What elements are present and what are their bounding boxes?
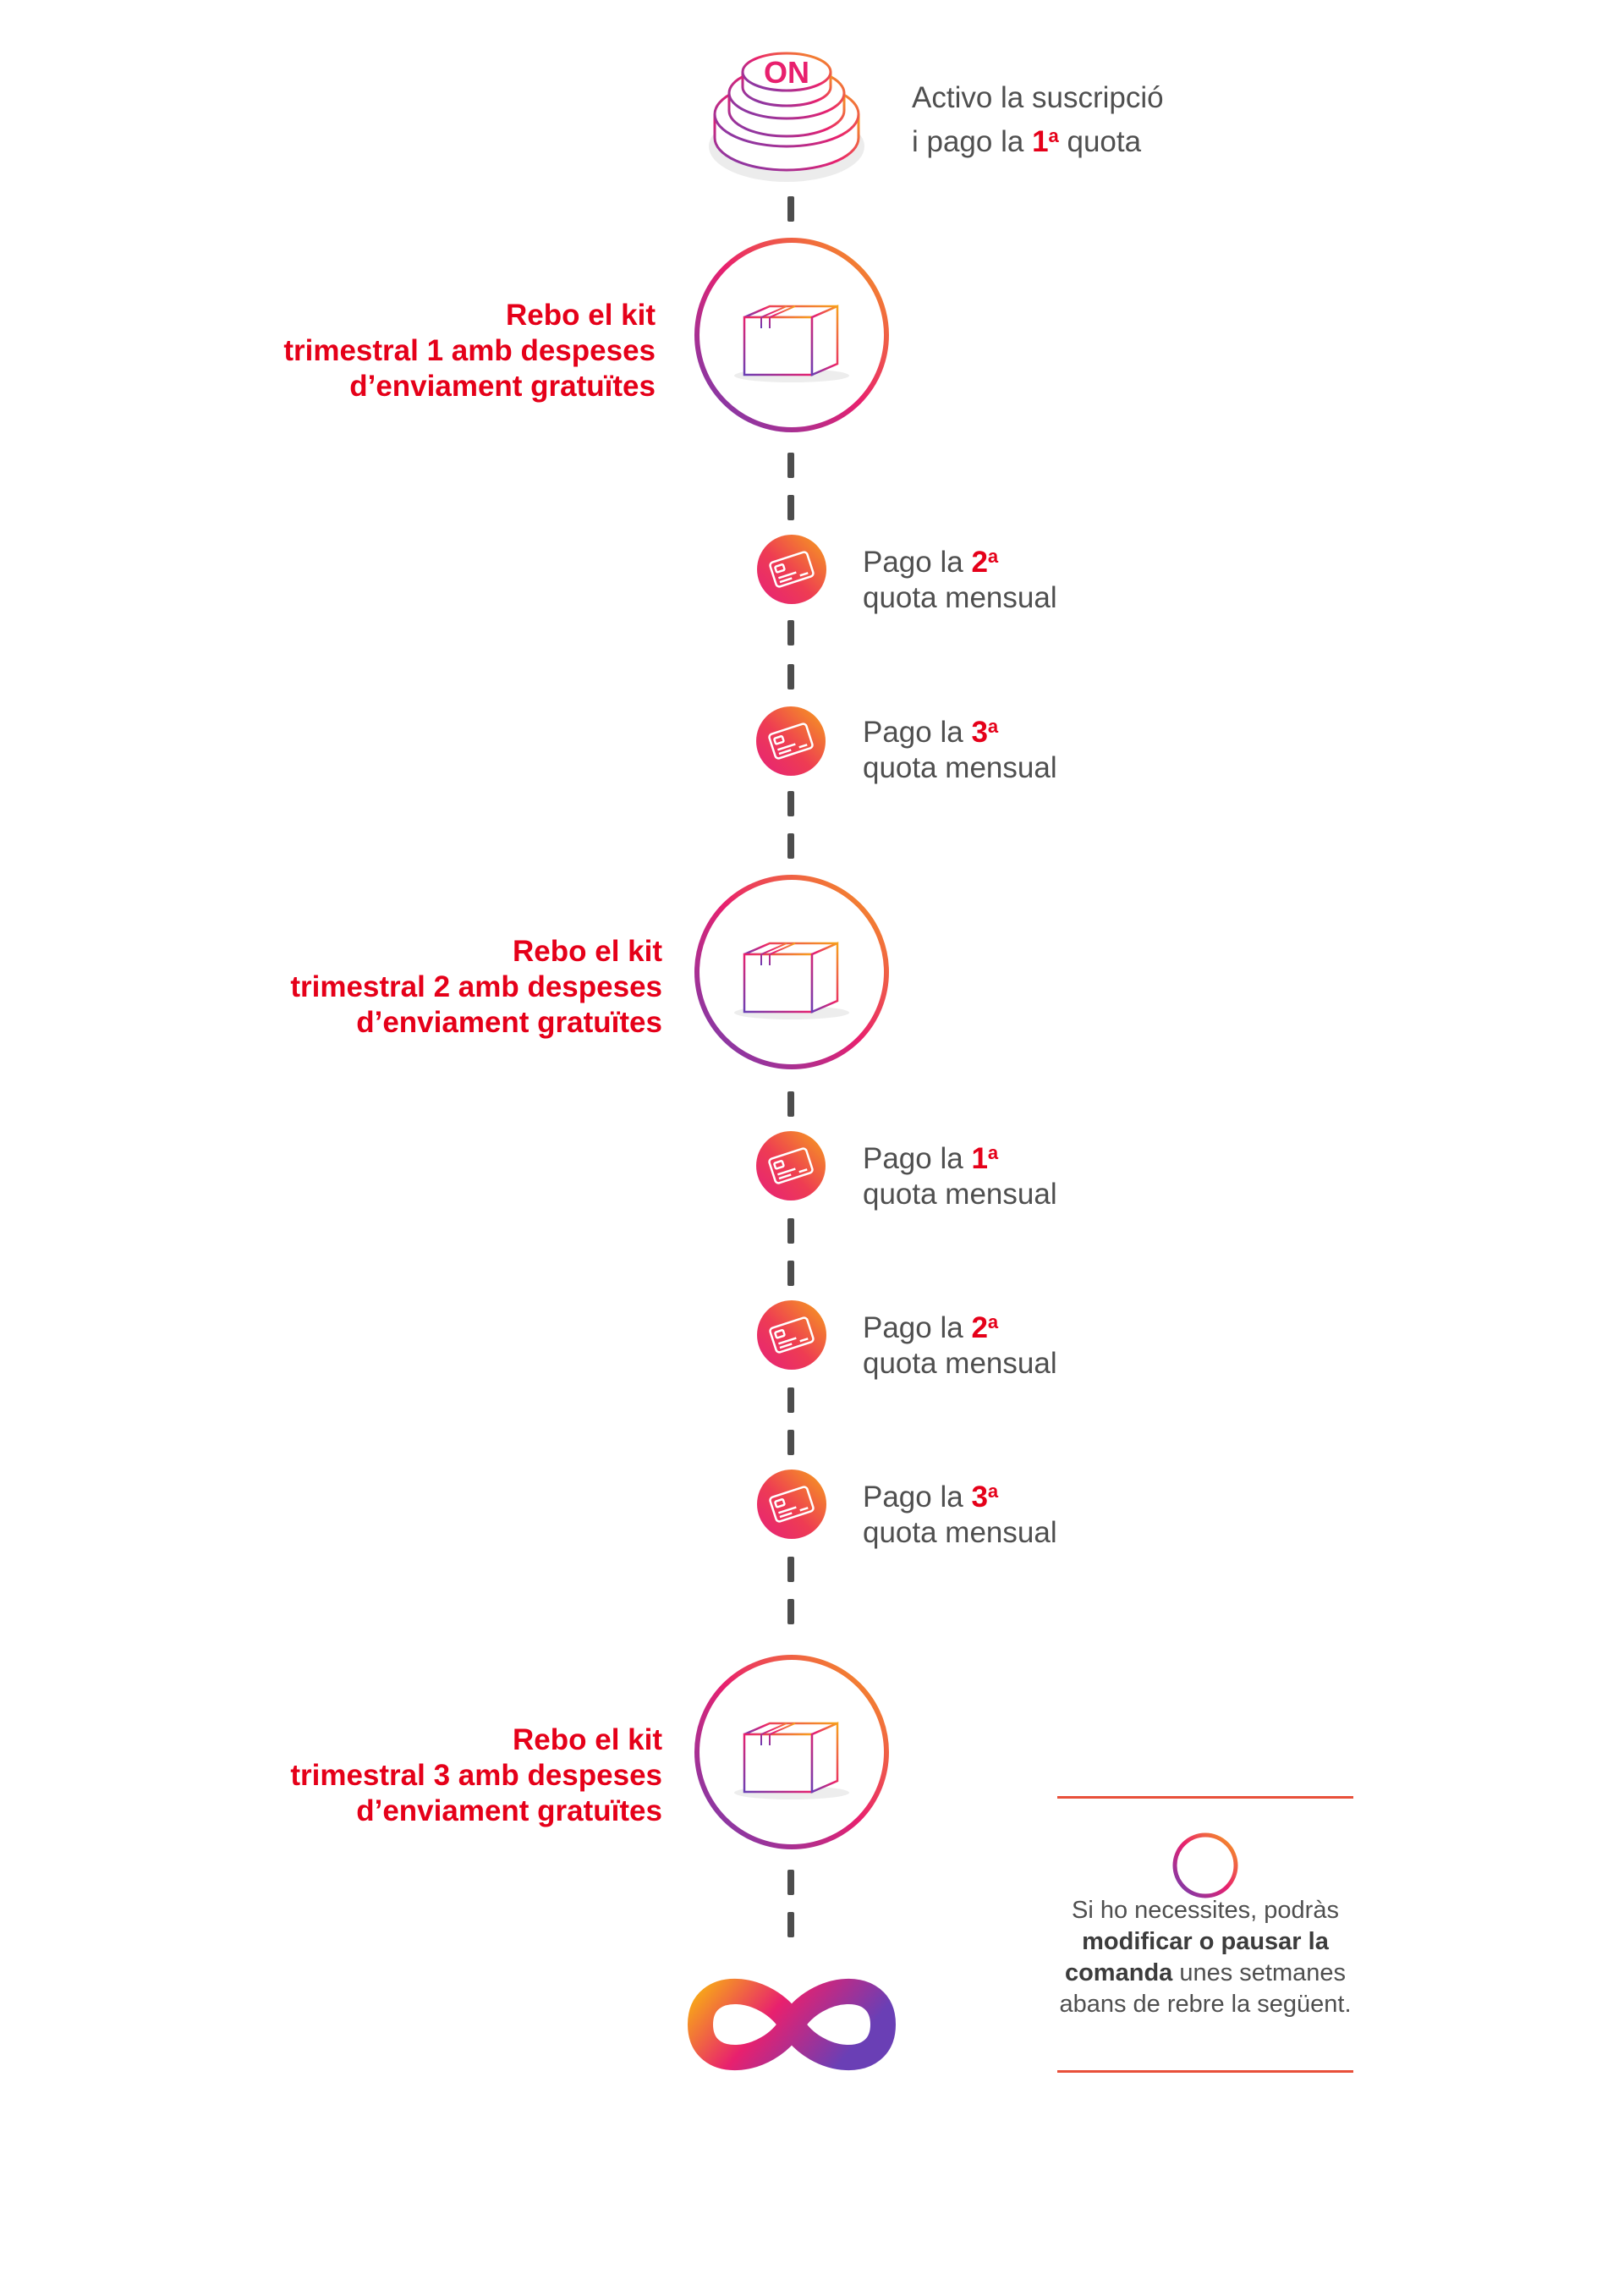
note-text: Si ho necessites, podràs modificar o pau… xyxy=(1019,1895,1391,2020)
timeline-dash xyxy=(787,196,794,222)
pause-icon xyxy=(1171,1832,1239,1899)
timeline-dash xyxy=(787,1387,794,1413)
kit-2-line2: trimestral 2 amb despeses xyxy=(290,970,662,1003)
kit-2-text: Rebo el kit trimestral 2 amb despeses d’… xyxy=(155,934,662,1041)
kit-2-line1: Rebo el kit xyxy=(513,935,662,968)
note-bold1: modificar o pausar la xyxy=(1082,1928,1329,1955)
kit-3-text: Rebo el kit trimestral 3 amb despeses d’… xyxy=(155,1722,662,1829)
infinity-icon xyxy=(683,1967,900,2082)
kit-3-line1: Rebo el kit xyxy=(513,1723,662,1756)
timeline-dash xyxy=(787,833,794,859)
kit-3-line2: trimestral 3 amb despeses xyxy=(290,1759,662,1792)
kit-1-line1: Rebo el kit xyxy=(506,299,656,332)
kit-1-line3: d’enviament gratuïtes xyxy=(349,370,656,403)
timeline-dash xyxy=(787,1261,794,1286)
start-step-text: Activo la suscripció i pago la 1a quota xyxy=(912,79,1164,161)
credit-card-icon xyxy=(755,1299,828,1371)
payment-3-text: Pago la 1a quota mensual xyxy=(863,1142,1057,1211)
box-icon xyxy=(734,305,849,382)
start-line2: i pago la 1a quota xyxy=(912,125,1142,158)
payment-5-text: Pago la 3a quota mensual xyxy=(863,1481,1057,1549)
timeline-dash xyxy=(787,1599,794,1624)
kit-3-circle xyxy=(694,1654,890,1850)
payment-2-text: Pago la 3a quota mensual xyxy=(863,716,1057,784)
kit-3-line3: d’enviament gratuïtes xyxy=(356,1794,662,1827)
kit-1-text: Rebo el kit trimestral 1 amb despeses d’… xyxy=(148,298,656,404)
box-icon xyxy=(734,942,849,1019)
box-icon xyxy=(734,1722,849,1799)
kit-1-circle xyxy=(694,237,890,433)
note-line1: Si ho necessites, podràs xyxy=(1072,1897,1339,1924)
kit-2-line3: d’enviament gratuïtes xyxy=(356,1006,662,1039)
timeline-dash xyxy=(787,664,794,689)
note-divider-top xyxy=(1057,1796,1353,1799)
start-line1: Activo la suscripció xyxy=(912,81,1164,114)
payment-1-text: Pago la 2a quota mensual xyxy=(863,546,1057,614)
timeline-dash xyxy=(787,1557,794,1582)
credit-card-icon xyxy=(754,705,827,777)
on-button-icon: ON xyxy=(702,47,871,190)
credit-card-icon xyxy=(755,533,828,606)
payment-4-text: Pago la 2a quota mensual xyxy=(863,1311,1057,1380)
note-line4: abans de rebre la següent. xyxy=(1059,1991,1352,2018)
timeline-dash xyxy=(787,453,794,478)
note-bold2: comanda xyxy=(1064,1959,1173,1986)
credit-card-icon xyxy=(754,1129,827,1202)
note-line3: unes setmanes xyxy=(1172,1959,1347,1986)
timeline-dash xyxy=(787,1912,794,1937)
on-button-label: ON xyxy=(764,55,809,90)
timeline-dash xyxy=(787,495,794,520)
timeline-dash xyxy=(787,1091,794,1117)
timeline-dash xyxy=(787,1430,794,1455)
kit-2-circle xyxy=(694,874,890,1070)
timeline-dash xyxy=(787,791,794,816)
timeline-dash xyxy=(787,1870,794,1895)
credit-card-icon xyxy=(755,1468,828,1541)
timeline-dash xyxy=(787,620,794,646)
timeline-dash xyxy=(787,1218,794,1244)
kit-1-line2: trimestral 1 amb despeses xyxy=(283,334,656,367)
note-divider-bottom xyxy=(1057,2070,1353,2073)
